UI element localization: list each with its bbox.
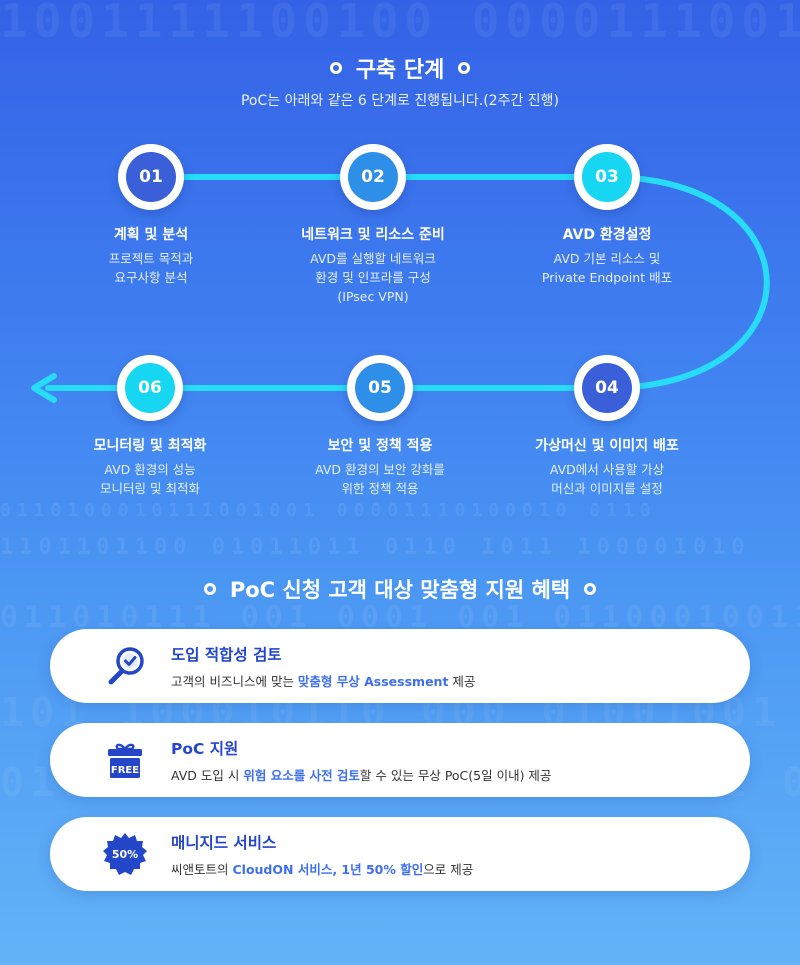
ring-decoration-icon <box>203 583 216 595</box>
step-number: 05 <box>355 363 405 413</box>
step-01: 01 계획 및 분석 프로젝트 목적과 요구사항 분석 <box>51 144 251 287</box>
step-desc-line: (IPsec VPN) <box>337 289 409 304</box>
step-05: 05 보안 및 정책 적용 AVD 환경의 보안 강화를 위한 정책 적용 <box>280 355 480 498</box>
benefit-title: PoC 지원 <box>171 739 239 758</box>
process-connector-line <box>45 174 770 391</box>
free-label: FREE <box>111 765 139 776</box>
step-02: 02 네트워크 및 리소스 준비 AVD를 실행할 네트워크 환경 및 인프라를… <box>273 144 473 306</box>
step-desc-line: AVD 기본 리소스 및 <box>553 251 661 266</box>
step-desc-line: 위한 정책 적용 <box>341 481 419 496</box>
step-circle: 04 <box>574 355 640 421</box>
step-name: 모니터링 및 최적화 <box>93 438 207 454</box>
ring-decoration-icon <box>584 583 597 595</box>
step-desc-line: AVD 환경의 보안 강화를 <box>315 462 445 477</box>
step-desc: AVD를 실행할 네트워크 환경 및 인프라를 구성 (IPsec VPN) <box>273 249 473 306</box>
step-name: 계획 및 분석 <box>113 227 189 243</box>
step-number: 04 <box>582 363 632 413</box>
step-name: AVD 환경설정 <box>562 227 652 243</box>
step-circle: 05 <box>347 355 413 421</box>
benefit-title: 매니지드 서비스 <box>171 833 277 852</box>
step-03: 03 AVD 환경설정 AVD 기본 리소스 및 Private Endpoin… <box>507 144 707 287</box>
step-circle: 06 <box>117 355 183 421</box>
benefit-desc-text: AVD 도입 시 <box>171 767 244 783</box>
benefit-desc: 씨앤토트의 CloudON 서비스, 1년 50% 할인으로 제공 <box>171 859 473 878</box>
ring-decoration-icon <box>458 62 471 74</box>
discount-badge-icon: 50% <box>95 831 155 877</box>
step-name: 보안 및 정책 적용 <box>327 438 433 454</box>
benefit-desc-text: 제공 <box>448 673 476 689</box>
benefit-card-managed: 50% 매니지드 서비스 씨앤토트의 CloudON 서비스, 1년 50% 할… <box>50 817 750 891</box>
benefit-highlight: 맞춤형 무상 Assessment <box>297 673 449 689</box>
step-04: 04 가상머신 및 이미지 배포 AVD에서 사용할 가상 머신과 이미지를 설… <box>507 355 707 498</box>
step-name: 네트워크 및 리소스 준비 <box>301 227 445 243</box>
step-circle: 03 <box>574 144 640 210</box>
step-circle: 01 <box>118 144 184 210</box>
step-desc: AVD 환경의 보안 강화를 위한 정책 적용 <box>280 460 480 498</box>
benefit-desc: 고객의 비즈니스에 맞는 맞춤형 무상 Assessment 제공 <box>171 671 475 690</box>
arrow-left-icon <box>31 373 57 403</box>
section-title-build-steps: 구축 단계 <box>0 52 800 84</box>
step-desc: AVD 기본 리소스 및 Private Endpoint 배포 <box>507 249 707 287</box>
step-desc-line: Private Endpoint 배포 <box>541 270 673 285</box>
benefit-desc-text: 으로 제공 <box>423 861 474 877</box>
step-desc-line: AVD를 실행할 네트워크 <box>310 251 436 266</box>
step-circle: 02 <box>340 144 406 210</box>
step-name: 가상머신 및 이미지 배포 <box>535 438 679 454</box>
ring-decoration-icon <box>329 62 342 74</box>
step-number: 01 <box>126 152 176 202</box>
step-desc: 프로젝트 목적과 요구사항 분석 <box>51 249 251 287</box>
step-desc: AVD에서 사용할 가상 머신과 이미지를 설정 <box>507 460 707 498</box>
magnifier-check-icon <box>95 644 155 688</box>
step-desc-line: 모니터링 및 최적화 <box>100 481 200 496</box>
benefit-desc-text: 할 수 있는 무상 PoC(5일 이내) 제공 <box>359 767 552 783</box>
step-desc: AVD 환경의 성능 모니터링 및 최적화 <box>50 460 250 498</box>
section-subtitle: PoC는 아래와 같은 6 단계로 진행됩니다.(2주간 진행) <box>240 93 559 109</box>
free-gift-icon: FREE <box>95 738 155 782</box>
benefit-title: 도입 적합성 검토 <box>171 645 282 664</box>
section-title-text: 구축 단계 <box>355 58 445 83</box>
step-06: 06 모니터링 및 최적화 AVD 환경의 성능 모니터링 및 최적화 <box>50 355 250 498</box>
benefit-highlight: 위험 요소를 사전 검토 <box>243 767 360 783</box>
step-number: 06 <box>125 363 175 413</box>
section-title-text: PoC 신청 고객 대상 맞춤형 지원 혜택 <box>229 578 571 602</box>
benefit-highlight: CloudON 서비스, 1년 50% 할인 <box>232 861 424 877</box>
benefit-card-assessment: 도입 적합성 검토 고객의 비즈니스에 맞는 맞춤형 무상 Assessment… <box>50 629 750 703</box>
section-title-benefits: PoC 신청 고객 대상 맞춤형 지원 혜택 <box>0 574 800 604</box>
step-desc-line: AVD에서 사용할 가상 <box>549 462 665 477</box>
step-number: 02 <box>348 152 398 202</box>
step-desc-line: 프로젝트 목적과 <box>108 251 194 266</box>
step-desc-line: 요구사항 분석 <box>114 270 188 285</box>
benefit-desc: AVD 도입 시 위험 요소를 사전 검토할 수 있는 무상 PoC(5일 이내… <box>171 765 551 784</box>
discount-label: 50% <box>112 848 138 861</box>
step-number: 03 <box>582 152 632 202</box>
benefit-card-poc: FREE PoC 지원 AVD 도입 시 위험 요소를 사전 검토할 수 있는 … <box>50 723 750 797</box>
step-desc-line: AVD 환경의 성능 <box>104 462 196 477</box>
step-desc-line: 머신과 이미지를 설정 <box>551 481 663 496</box>
benefit-desc-text: 고객의 비즈니스에 맞는 <box>171 673 298 689</box>
benefit-desc-text: 씨앤토트의 <box>171 861 233 877</box>
step-desc-line: 환경 및 인프라를 구성 <box>315 270 431 285</box>
